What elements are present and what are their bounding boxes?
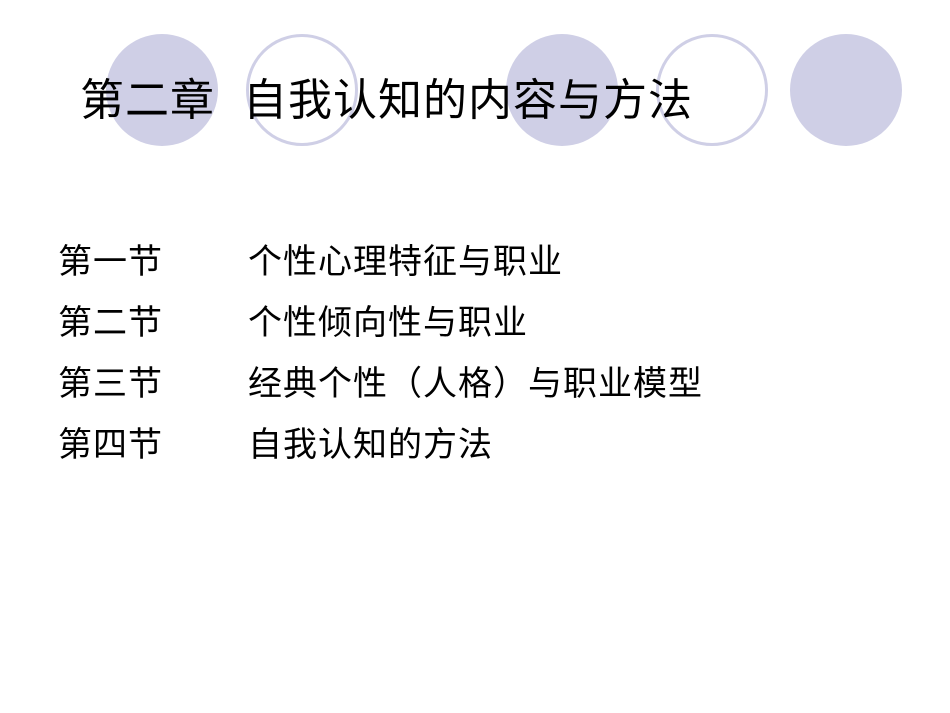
- section-item: 第四节 自我认知的方法: [58, 415, 703, 476]
- section-number: 第一节: [58, 242, 163, 282]
- decorative-circle-filled: [506, 34, 618, 146]
- chapter-title: 自我认知的内容与方法: [243, 75, 693, 126]
- section-title: 个性心理特征与职业: [248, 242, 563, 282]
- section-title: 经典个性（人格）与职业模型: [248, 364, 703, 404]
- decorative-circle-outline: [656, 34, 768, 146]
- decorative-circle-outline: [246, 34, 358, 146]
- section-title: 自我认知的方法: [248, 425, 493, 465]
- slide-title: 第二章自我认知的内容与方法: [80, 70, 693, 132]
- section-number: 第四节: [58, 425, 163, 465]
- section-item: 第三节 经典个性（人格）与职业模型: [58, 354, 703, 415]
- section-list: 第一节 个性心理特征与职业 第二节 个性倾向性与职业 第三节 经典个性（人格）与职业模…: [58, 232, 703, 476]
- decorative-circle-filled: [790, 34, 902, 146]
- decorative-circle-filled: [106, 34, 218, 146]
- section-number: 第三节: [58, 364, 163, 404]
- section-item: 第二节 个性倾向性与职业: [58, 293, 703, 354]
- chapter-number: 第二章: [80, 75, 215, 126]
- section-title: 个性倾向性与职业: [248, 303, 528, 343]
- section-number: 第二节: [58, 303, 163, 343]
- section-item: 第一节 个性心理特征与职业: [58, 232, 703, 293]
